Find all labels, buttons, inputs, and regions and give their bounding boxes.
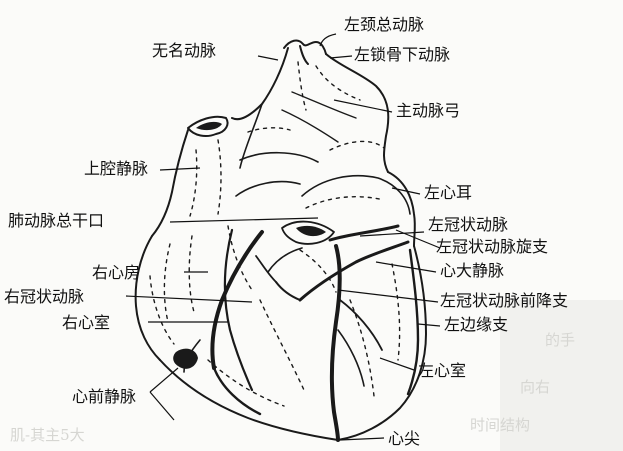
svg-text:的手: 的手: [545, 331, 575, 349]
label-circumflex-branch: 左冠状动脉旋支: [436, 237, 548, 256]
label-superior-vena-cava: 上腔静脉: [84, 159, 148, 178]
label-apex: 心尖: [388, 429, 420, 448]
svg-text:向右: 向右: [520, 378, 550, 396]
svg-text:时间结构: 时间结构: [470, 416, 530, 434]
label-right-ventricle: 右心室: [62, 313, 110, 332]
label-left-coronary-artery: 左冠状动脉: [428, 215, 508, 234]
label-left-marginal-branch: 左边缘支: [444, 315, 508, 334]
label-left-common-carotid: 左颈总动脉: [344, 15, 424, 34]
label-left-subclavian: 左锁骨下动脉: [354, 45, 450, 64]
label-aortic-arch: 主动脉弓: [396, 101, 460, 120]
label-anterior-descending-branch: 左冠状动脉前降支: [440, 291, 568, 310]
leader-lines: [126, 34, 440, 440]
label-left-auricle: 左心耳: [424, 183, 472, 202]
label-right-atrium: 右心房: [92, 263, 140, 282]
label-pulmonary-trunk-opening: 肺动脉总干口: [8, 211, 104, 230]
svg-text:肌-其主5大: 肌-其主5大: [10, 426, 85, 444]
label-anterior-cardiac-veins: 心前静脉: [72, 387, 136, 406]
label-great-cardiac-vein: 心大静脉: [440, 261, 504, 280]
coronary-vessels: [173, 222, 418, 440]
anatomy-labels: 无名动脉 左颈总动脉 左锁骨下动脉 主动脉弓 上腔静脉 左心耳 肺动脉总干口 左…: [4, 15, 568, 448]
label-innominate-artery: 无名动脉: [152, 41, 216, 60]
heart-outline: [136, 41, 426, 440]
label-right-coronary-artery: 右冠状动脉: [4, 287, 84, 306]
label-left-ventricle: 左心室: [418, 361, 466, 380]
